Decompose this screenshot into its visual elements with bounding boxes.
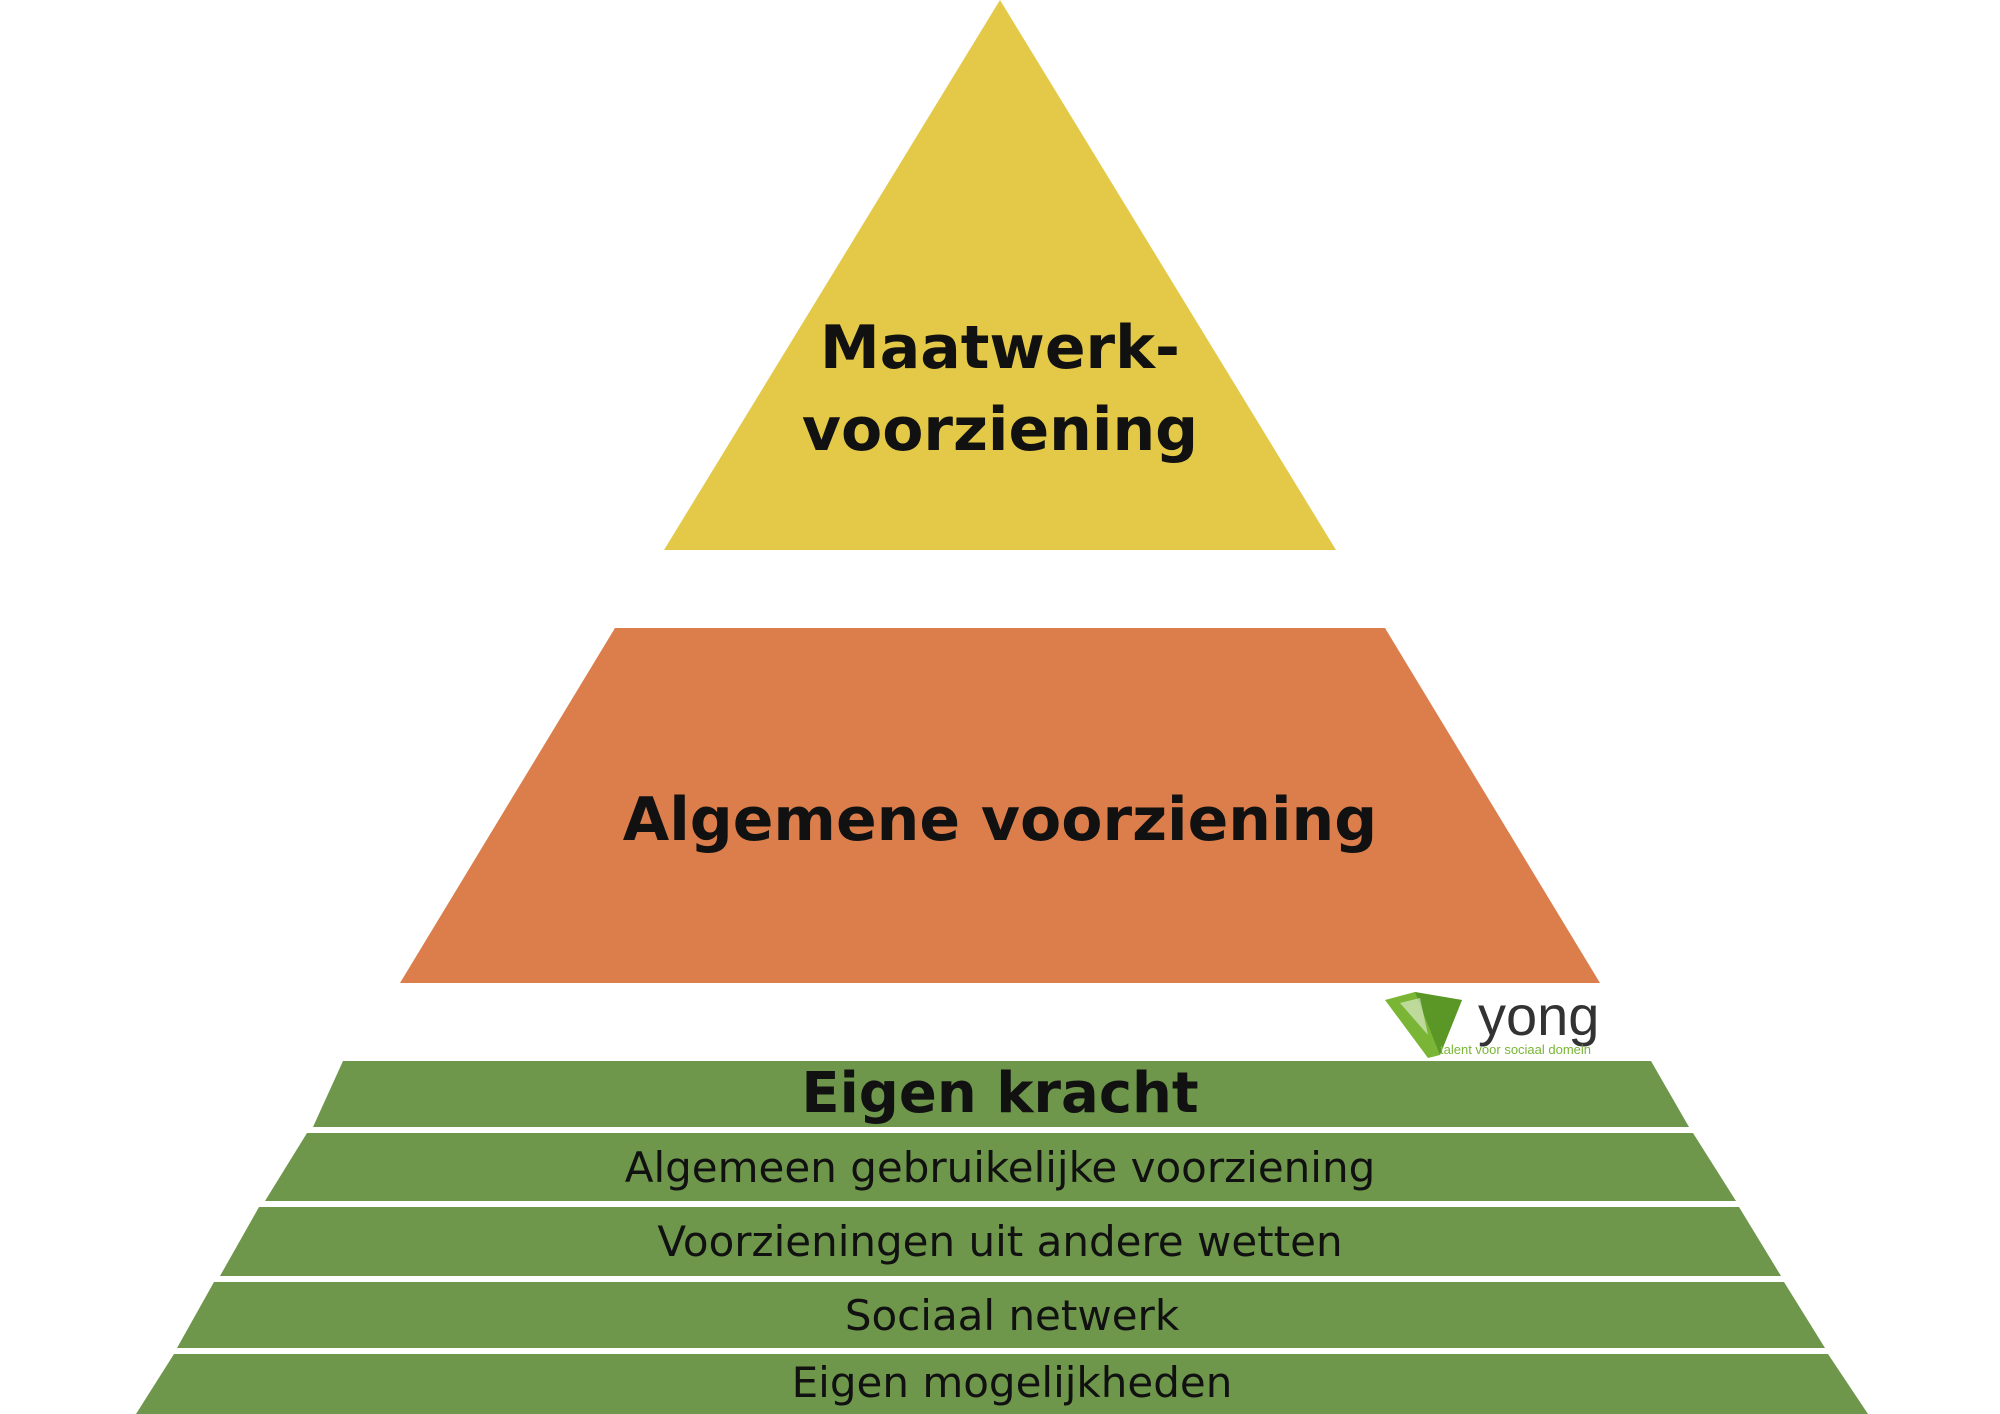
middle-tier-label: Algemene voorziening: [623, 785, 1377, 855]
base-row-4-label: Eigen mogelijkheden: [792, 1358, 1233, 1407]
base-row-title-shape: [313, 1061, 1689, 1127]
logo-tagline: talent voor sociaal domein: [1440, 1042, 1591, 1057]
base-row-3-shape: [177, 1282, 1825, 1348]
top-tier-label-line1: Maatwerk-: [820, 313, 1180, 383]
base-row-4-shape: [136, 1354, 1868, 1414]
top-tier-shape: [664, 0, 1336, 550]
base-row-1-shape: [265, 1133, 1736, 1201]
middle-tier-shape: [400, 628, 1600, 983]
base-row-2-shape: [220, 1207, 1781, 1276]
yong-logo: yong talent voor sociaal domein: [1385, 984, 1599, 1058]
gem-icon: [1385, 992, 1462, 1058]
base-row-1-label: Algemeen gebruikelijke voorziening: [625, 1143, 1376, 1192]
top-tier-label-line2: voorziening: [802, 395, 1198, 465]
base-tier-title: Eigen kracht: [801, 1061, 1198, 1126]
base-row-2-label: Voorzieningen uit andere wetten: [657, 1217, 1342, 1266]
logo-name: yong: [1478, 984, 1599, 1047]
base-row-3-label: Sociaal netwerk: [845, 1291, 1180, 1340]
